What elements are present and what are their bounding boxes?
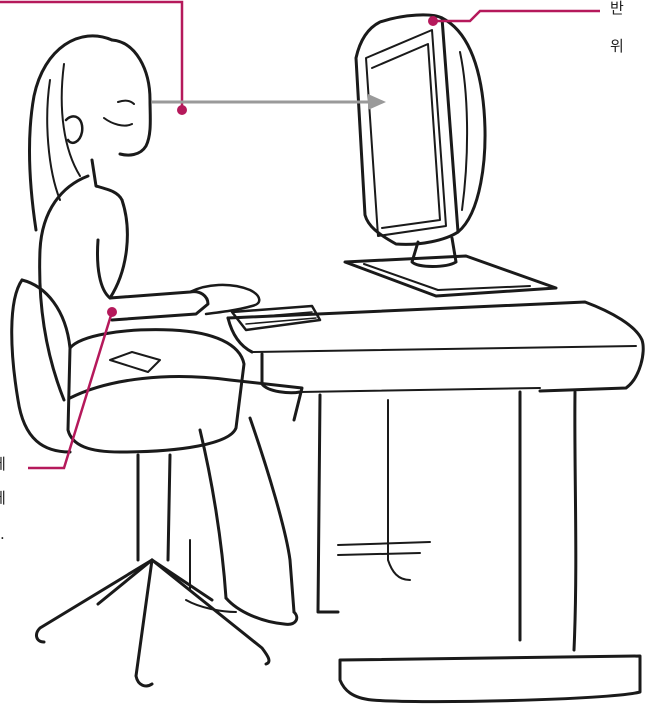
- monitor-label-line-1: 반: [610, 0, 624, 17]
- elbow-label-line-3: .: [0, 526, 5, 543]
- desk: [190, 302, 643, 702]
- eye-level-callout-dot: [177, 105, 187, 115]
- monitor-label-line-2: 위: [610, 38, 624, 55]
- keyboard: [232, 306, 320, 330]
- elbow-label-line-1: 에: [0, 456, 6, 473]
- monitor-top-callout-line: [435, 11, 600, 21]
- elbow-label-line-2: 에: [0, 490, 6, 507]
- eye-level-callout-line: [0, 2, 182, 108]
- arrowhead-icon: [368, 94, 386, 110]
- monitor: [345, 15, 556, 296]
- gaze-arrow: [152, 94, 386, 110]
- monitor-top-callout-dot: [428, 16, 438, 26]
- elbow-callout-dot: [107, 307, 117, 317]
- office-chair: [12, 280, 269, 686]
